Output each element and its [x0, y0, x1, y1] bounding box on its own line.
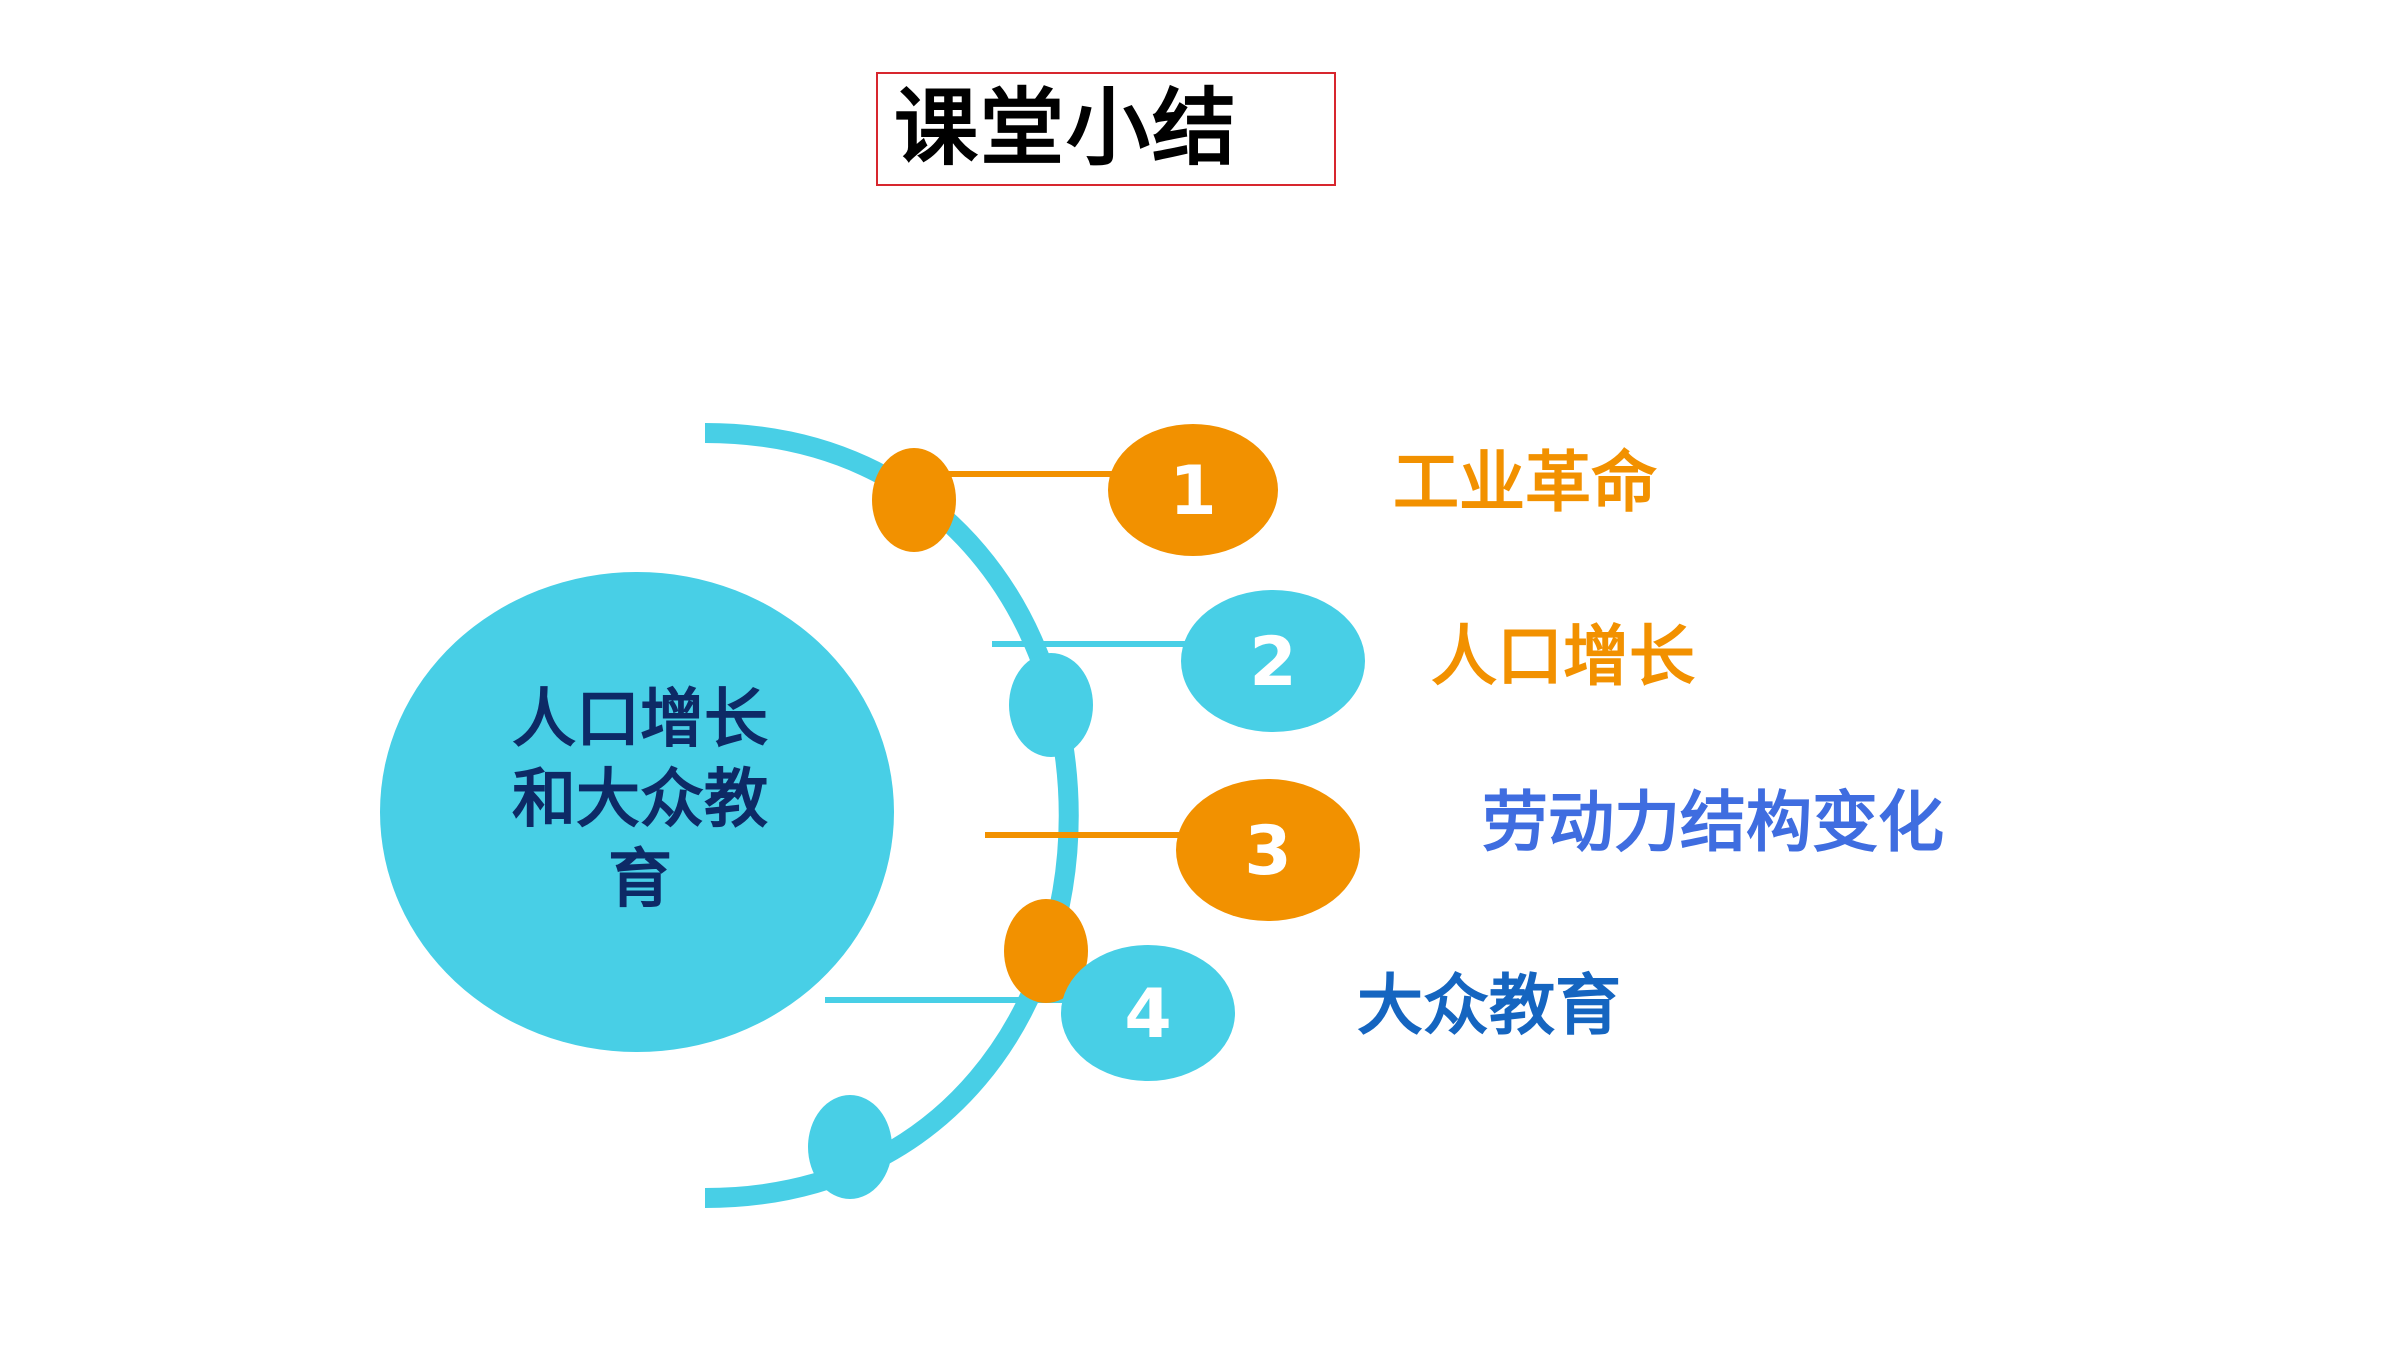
item-label-1: 工业革命 [1393, 444, 1657, 521]
center-topic-line-2: 和大众教 [512, 763, 768, 837]
center-topic-line-1: 人口增长 [512, 683, 768, 757]
number-badge-2-text: 2 [1249, 623, 1296, 702]
center-topic-circle [380, 572, 894, 1052]
arc-dot-orange-1 [872, 448, 956, 552]
page-title: 课堂小结 [894, 79, 1239, 177]
number-badge-4-text: 4 [1124, 975, 1171, 1054]
number-badge-3 [1176, 779, 1360, 921]
item-label-2: 人口增长 [1431, 618, 1695, 695]
arc-dot-cyan-1 [1009, 653, 1093, 757]
number-badge-1-text: 1 [1169, 452, 1216, 531]
title-box: 课堂小结 [876, 72, 1336, 186]
number-badge-2 [1181, 590, 1365, 732]
center-topic-label: 人口增长 和大众教 育 [380, 680, 900, 920]
item-label-4: 大众教育 [1357, 967, 1621, 1044]
number-badge-4 [1061, 945, 1235, 1081]
number-badge-1 [1108, 424, 1278, 556]
center-topic-line-3: 育 [608, 843, 672, 917]
item-label-3: 劳动力结构变化 [1482, 784, 1944, 861]
arc-dot-cyan-2 [808, 1095, 892, 1199]
number-badge-3-text: 3 [1244, 812, 1291, 891]
arc-dot-orange-2 [1004, 899, 1088, 1003]
